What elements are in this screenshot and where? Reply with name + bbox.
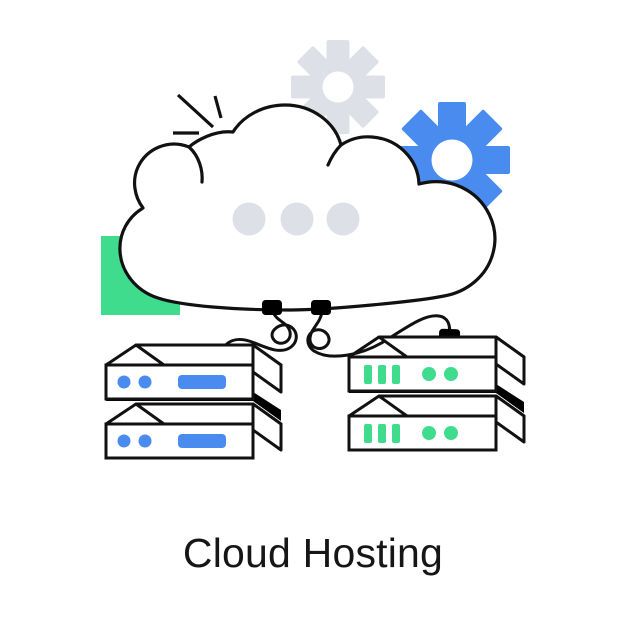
server-led-circle [117,434,131,448]
server-status-bar [364,365,372,384]
server-front-top-edge [348,394,380,418]
server-led-circle [444,426,458,440]
server-unit-left-bottom [104,402,283,460]
cloud-dot-3 [326,202,360,236]
gray-gear-icon [291,40,385,134]
server-status-bar [178,375,226,389]
server-side-face [494,335,526,386]
cloud-seam-middle [326,143,343,167]
cable-left [220,310,298,352]
server-led-circle [117,375,131,389]
server-stack-left [104,343,283,460]
server-front-top-edge [105,402,137,426]
server-unit-right-top [347,335,526,393]
server-unit-left-top [104,343,283,401]
server-front-top-edge [105,343,137,367]
server-side-face [251,343,283,394]
cable-plug-cloud-right [311,300,331,315]
server-front-top-edge [348,335,380,359]
server-front-face [347,414,498,452]
server-status-bar [364,424,372,443]
cloud-dot-2 [280,202,314,236]
server-status-bar [178,434,226,448]
sparkle-line-short [213,95,223,119]
cable-right [306,310,452,358]
server-led-circle [422,367,436,381]
server-status-bar [392,424,400,443]
server-led-circle [138,375,152,389]
cloud-shape [118,103,497,312]
cloud-dot-1 [232,202,266,236]
cloud-seam-left [187,145,204,184]
cable-plug-cloud-left [262,300,282,315]
server-led-circle [422,426,436,440]
sparkle-line-long [176,93,215,129]
sparkle-lines-icon [173,93,223,135]
server-unit-right-bottom [347,394,526,452]
server-status-bar [378,365,386,384]
server-status-bar [392,365,400,384]
cable-group [220,310,452,358]
server-led-circle [138,434,152,448]
server-stack-right [347,335,526,452]
server-led-circle [444,367,458,381]
cloud-dot-group [232,202,360,236]
server-status-bar [378,424,386,443]
